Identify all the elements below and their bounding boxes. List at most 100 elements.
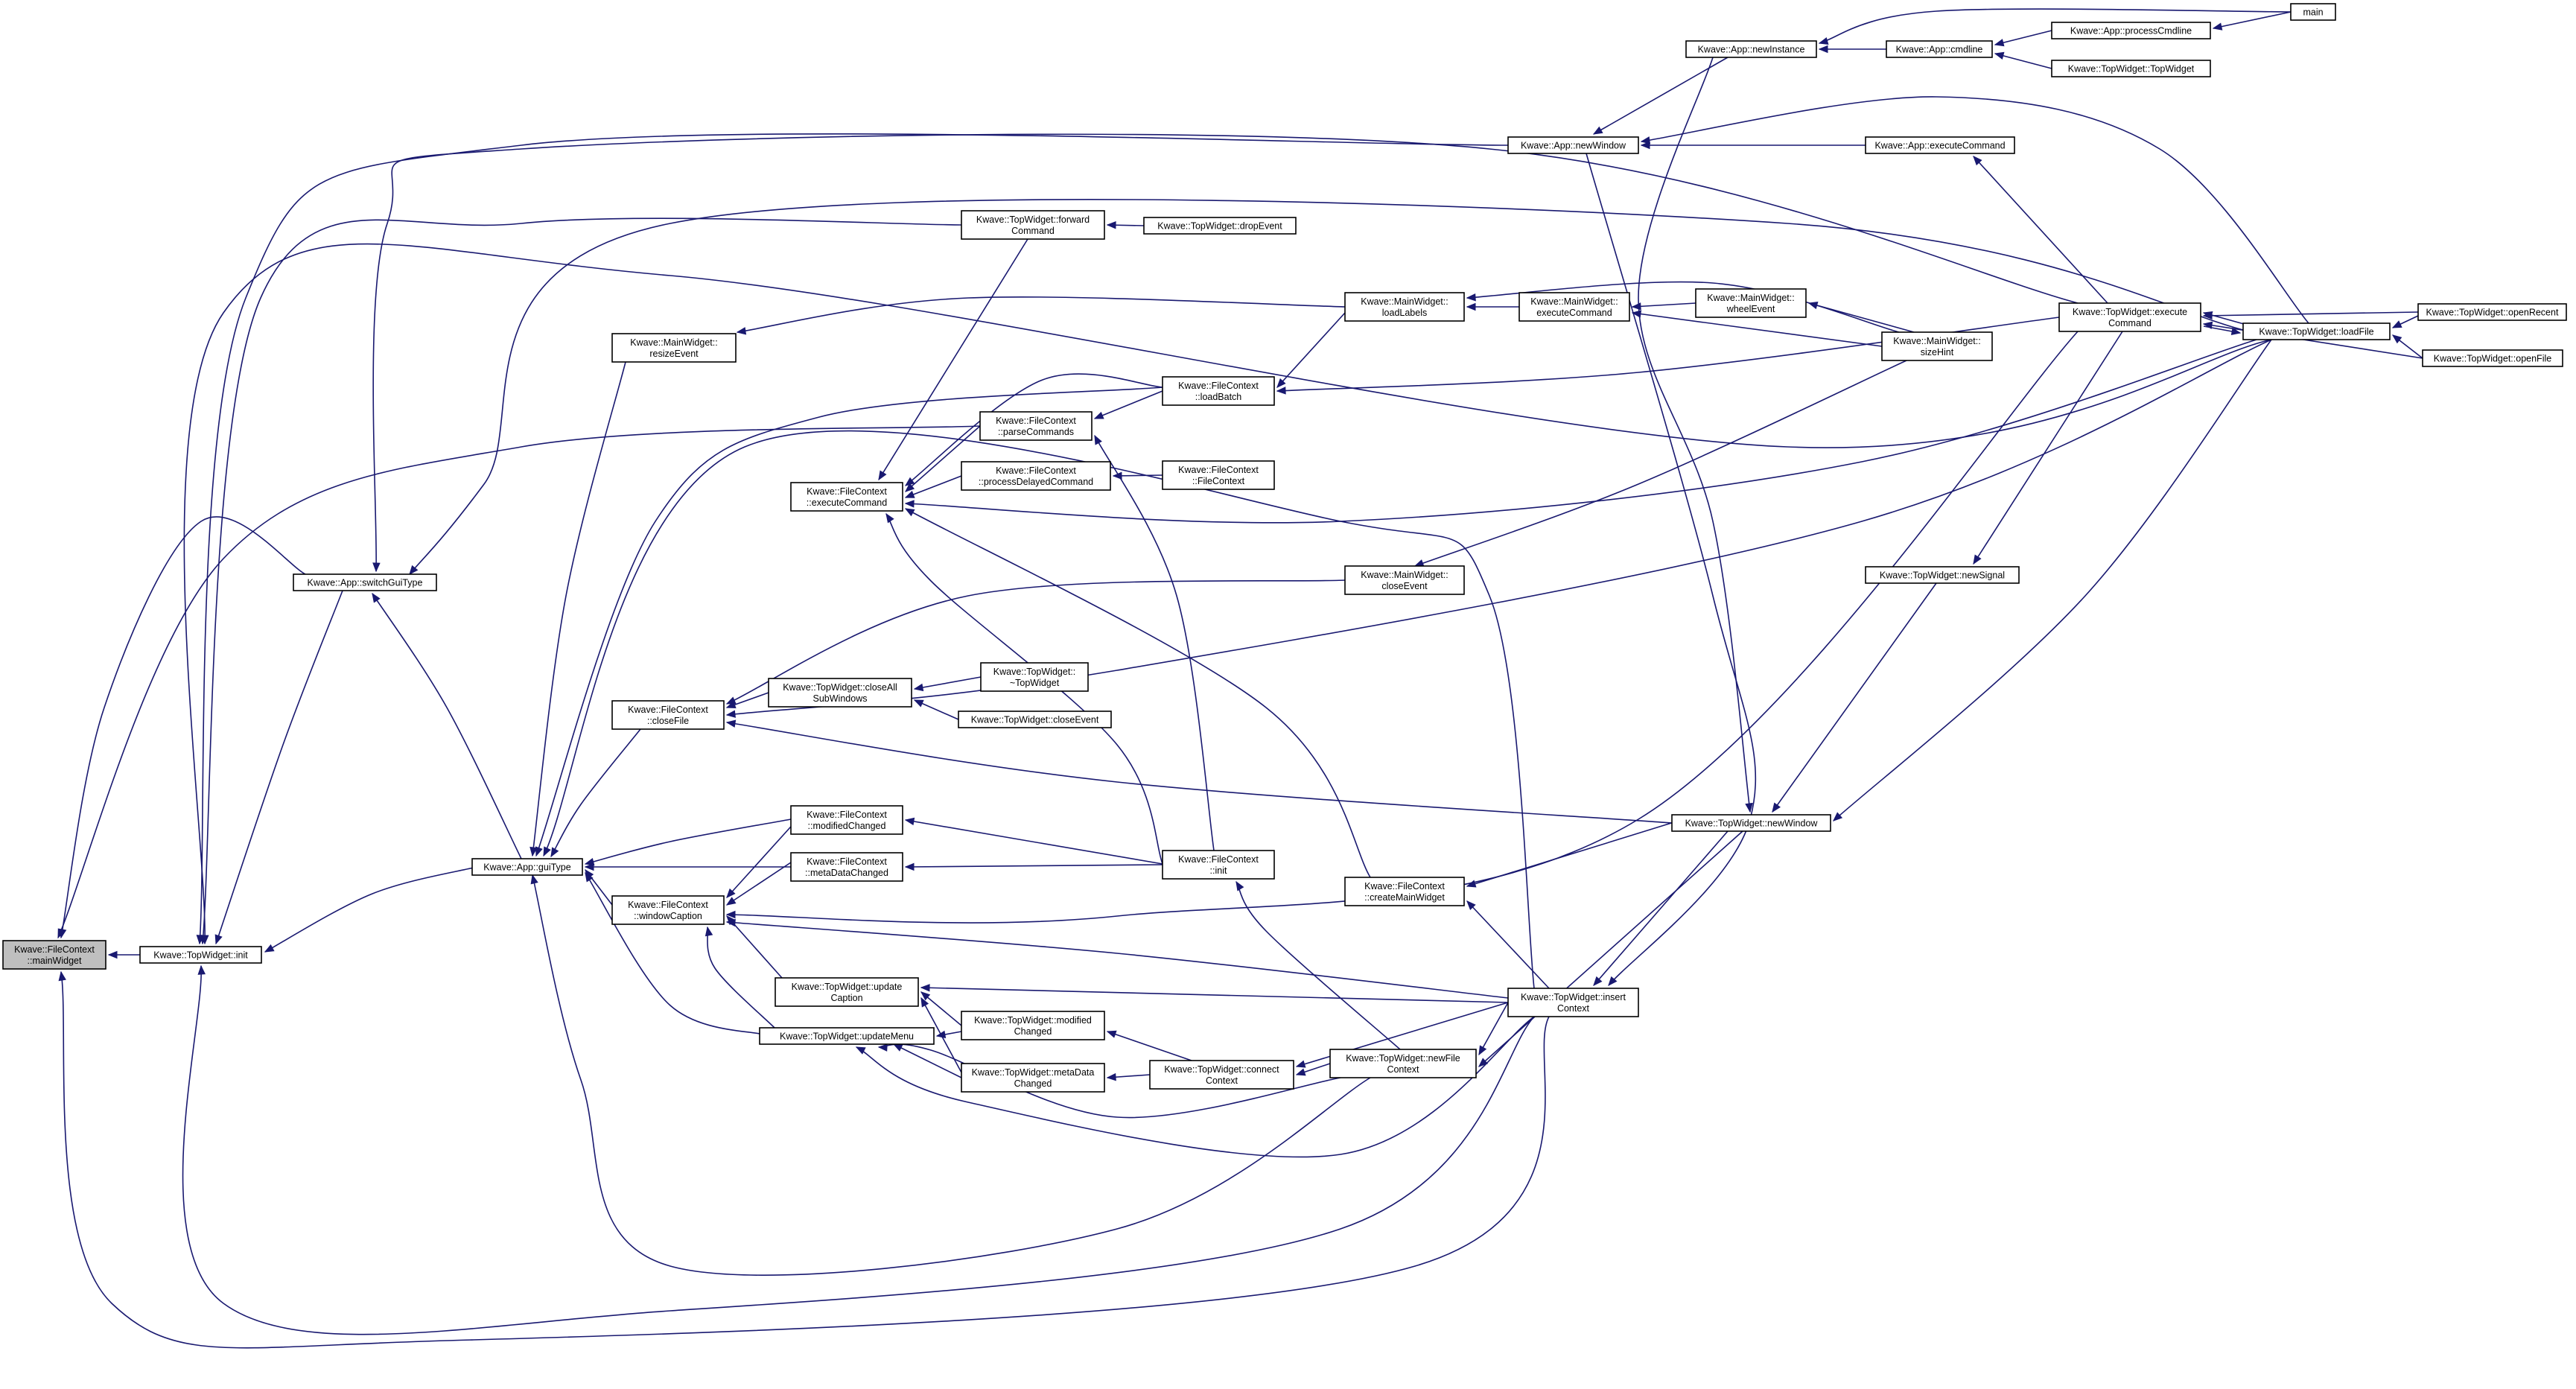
node-twTopWidget[interactable]: Kwave::TopWidget::TopWidget (2051, 60, 2211, 77)
edge-arrowhead (1973, 156, 1982, 166)
node-appExecuteCommand[interactable]: Kwave::App::executeCommand (1865, 136, 2015, 154)
edge-arrowhead (1466, 880, 1477, 888)
node-fcProcessDelayedCommand[interactable]: Kwave::FileContext::processDelayedComman… (961, 461, 1111, 491)
edge-appNewWindow-to-twInit (196, 133, 1509, 945)
node-twExecuteCommand[interactable]: Kwave::TopWidget::executeCommand (2058, 302, 2201, 332)
edge-arrowhead (1106, 220, 1116, 229)
node-fcFileContext[interactable]: Kwave::FileContext::FileContext (1162, 460, 1275, 490)
edge-arrowhead (1608, 976, 1618, 987)
edge-line (1235, 881, 1401, 1050)
node-box (1162, 850, 1275, 880)
node-twDropEvent[interactable]: Kwave::TopWidget::dropEvent (1143, 217, 1297, 235)
edge-twNewWindow-to-fcCreateMainWidget (1466, 814, 1699, 888)
edge-arrowhead (1094, 434, 1102, 445)
node-main[interactable]: main (2290, 3, 2336, 21)
node-twDestructor[interactable]: Kwave::TopWidget::~TopWidget (980, 662, 1089, 692)
node-box (1671, 814, 1831, 832)
function-nodes: Kwave::FileContext::mainWidgetKwave::Top… (2, 3, 2567, 1093)
node-twOpenRecent[interactable]: Kwave::TopWidget::openRecent (2417, 303, 2567, 321)
edge-arrowhead (550, 847, 559, 858)
node-fcLoadBatch[interactable]: Kwave::FileContext::loadBatch (1162, 376, 1275, 406)
edge-arrowhead (1235, 880, 1244, 891)
node-resizeEvent[interactable]: Kwave::MainWidget::resizeEvent (611, 333, 737, 363)
node-box (961, 1011, 1105, 1040)
edge-line (905, 508, 1371, 878)
node-label: Kwave::FileContext (807, 810, 887, 820)
edge-twModifiedChanged-to-twUpdateMenu (935, 1030, 962, 1039)
node-box (961, 461, 1111, 491)
node-twNewSignal[interactable]: Kwave::TopWidget::newSignal (1865, 566, 2020, 584)
node-twOpenFile[interactable]: Kwave::TopWidget::openFile (2422, 349, 2563, 367)
node-label: Kwave::TopWidget::openRecent (2426, 308, 2559, 318)
node-fcWindowCaption[interactable]: Kwave::FileContext::windowCaption (611, 895, 725, 925)
node-appCmdline[interactable]: Kwave::App::cmdline (1886, 40, 1993, 58)
node-label: Kwave::TopWidget:: (993, 667, 1075, 677)
edge-line (707, 926, 775, 1029)
edge-line (920, 991, 962, 1026)
edge-twExecuteCommand-to-twNewSignal (1973, 331, 2123, 565)
node-fcMetaDataChanged[interactable]: Kwave::FileContext::metaDataChanged (790, 852, 903, 882)
node-appNewWindow[interactable]: Kwave::App::newWindow (1507, 136, 1639, 154)
edge-twInsertContext-to-twUpdateMenu (855, 1016, 1535, 1158)
node-twUpdateMenu[interactable]: Kwave::TopWidget::updateMenu (759, 1027, 935, 1045)
edge-arrowhead (543, 846, 551, 857)
edge-arrowhead (2391, 334, 2402, 344)
edge-arrowhead (885, 512, 894, 524)
node-appNewInstance[interactable]: Kwave::App::newInstance (1685, 40, 1817, 58)
node-mwLoadLabels[interactable]: Kwave::MainWidget::loadLabels (1344, 292, 1465, 322)
node-fcParseCommands[interactable]: Kwave::FileContext::parseCommands (979, 411, 1093, 441)
node-fcInit[interactable]: Kwave::FileContext::init (1162, 850, 1275, 880)
node-mwWheelEvent[interactable]: Kwave::MainWidget::wheelEvent (1695, 288, 1807, 318)
node-label: Kwave::FileContext (807, 486, 887, 497)
node-appProcessCmdline[interactable]: Kwave::App::processCmdline (2051, 22, 2211, 39)
edge-line (372, 593, 522, 859)
node-fcCreateMainWidget[interactable]: Kwave::FileContext::createMainWidget (1344, 877, 1465, 906)
edge-main-to-appNewInstance (1818, 8, 2292, 45)
edge-arrowhead (1466, 900, 1476, 910)
node-label: Kwave::MainWidget:: (1707, 293, 1794, 303)
node-twNewWindow[interactable]: Kwave::TopWidget::newWindow (1671, 814, 1831, 832)
node-label: Context (1387, 1064, 1419, 1075)
node-twInit[interactable]: Kwave::TopWidget::init (139, 946, 262, 964)
node-fcModifiedChanged[interactable]: Kwave::FileContext::modifiedChanged (790, 805, 903, 835)
node-switchGuiType[interactable]: Kwave::App::switchGuiType (293, 573, 437, 591)
node-twModifiedChanged[interactable]: Kwave::TopWidget::modifiedChanged (961, 1011, 1105, 1040)
node-twMetaDataChanged[interactable]: Kwave::TopWidget::metaDataChanged (961, 1063, 1105, 1093)
edge-twDropEvent-to-twForwardCommand (1106, 220, 1145, 229)
edge-arrowhead (57, 928, 66, 939)
node-box (759, 1027, 935, 1045)
node-label: Kwave::FileContext (1178, 854, 1259, 865)
node-mainWidget[interactable]: Kwave::FileContext::mainWidget (2, 940, 106, 970)
edge-twLoadFile-to-switchGuiType (409, 199, 2250, 576)
edge-line (1632, 302, 1696, 308)
edge-arrowhead (904, 862, 915, 871)
node-mwSizeHint[interactable]: Kwave::MainWidget::sizeHint (1881, 331, 1993, 361)
edge-mwLoadLabels-to-resizeEvent (736, 296, 1346, 335)
edge-appCmdline-to-appNewInstance (1818, 45, 1886, 54)
node-guiType[interactable]: Kwave::App::guiType (471, 858, 583, 876)
node-label: ::processDelayedCommand (979, 477, 1093, 487)
node-label: ::metaDataChanged (805, 868, 888, 878)
node-mwCloseEvent[interactable]: Kwave::MainWidget::closeEvent (1344, 565, 1465, 595)
edge-line (905, 373, 1163, 486)
node-label: Kwave::App::processCmdline (2070, 26, 2192, 36)
node-mwExecuteCommand[interactable]: Kwave::MainWidget::executeCommand (1518, 292, 1630, 322)
node-box (2058, 302, 2201, 332)
node-fcExecuteCommand[interactable]: Kwave::FileContext::executeCommand (790, 482, 903, 512)
edge-line (1094, 390, 1163, 419)
node-twLoadFile[interactable]: Kwave::TopWidget::loadFile (2242, 322, 2391, 340)
edge-line (585, 819, 792, 865)
edge-twNewFileContext-to-fcInit (1235, 880, 1401, 1050)
edge-line (737, 296, 1346, 333)
edge-arrowhead (107, 950, 118, 959)
node-twCloseEvent[interactable]: Kwave::TopWidget::closeEvent (958, 711, 1112, 728)
edge-line (878, 238, 1028, 480)
edge-twNewFileContext-to-twConnectContext (1295, 1063, 1331, 1076)
node-fcCloseFile[interactable]: Kwave::FileContext::closeFile (611, 700, 725, 730)
